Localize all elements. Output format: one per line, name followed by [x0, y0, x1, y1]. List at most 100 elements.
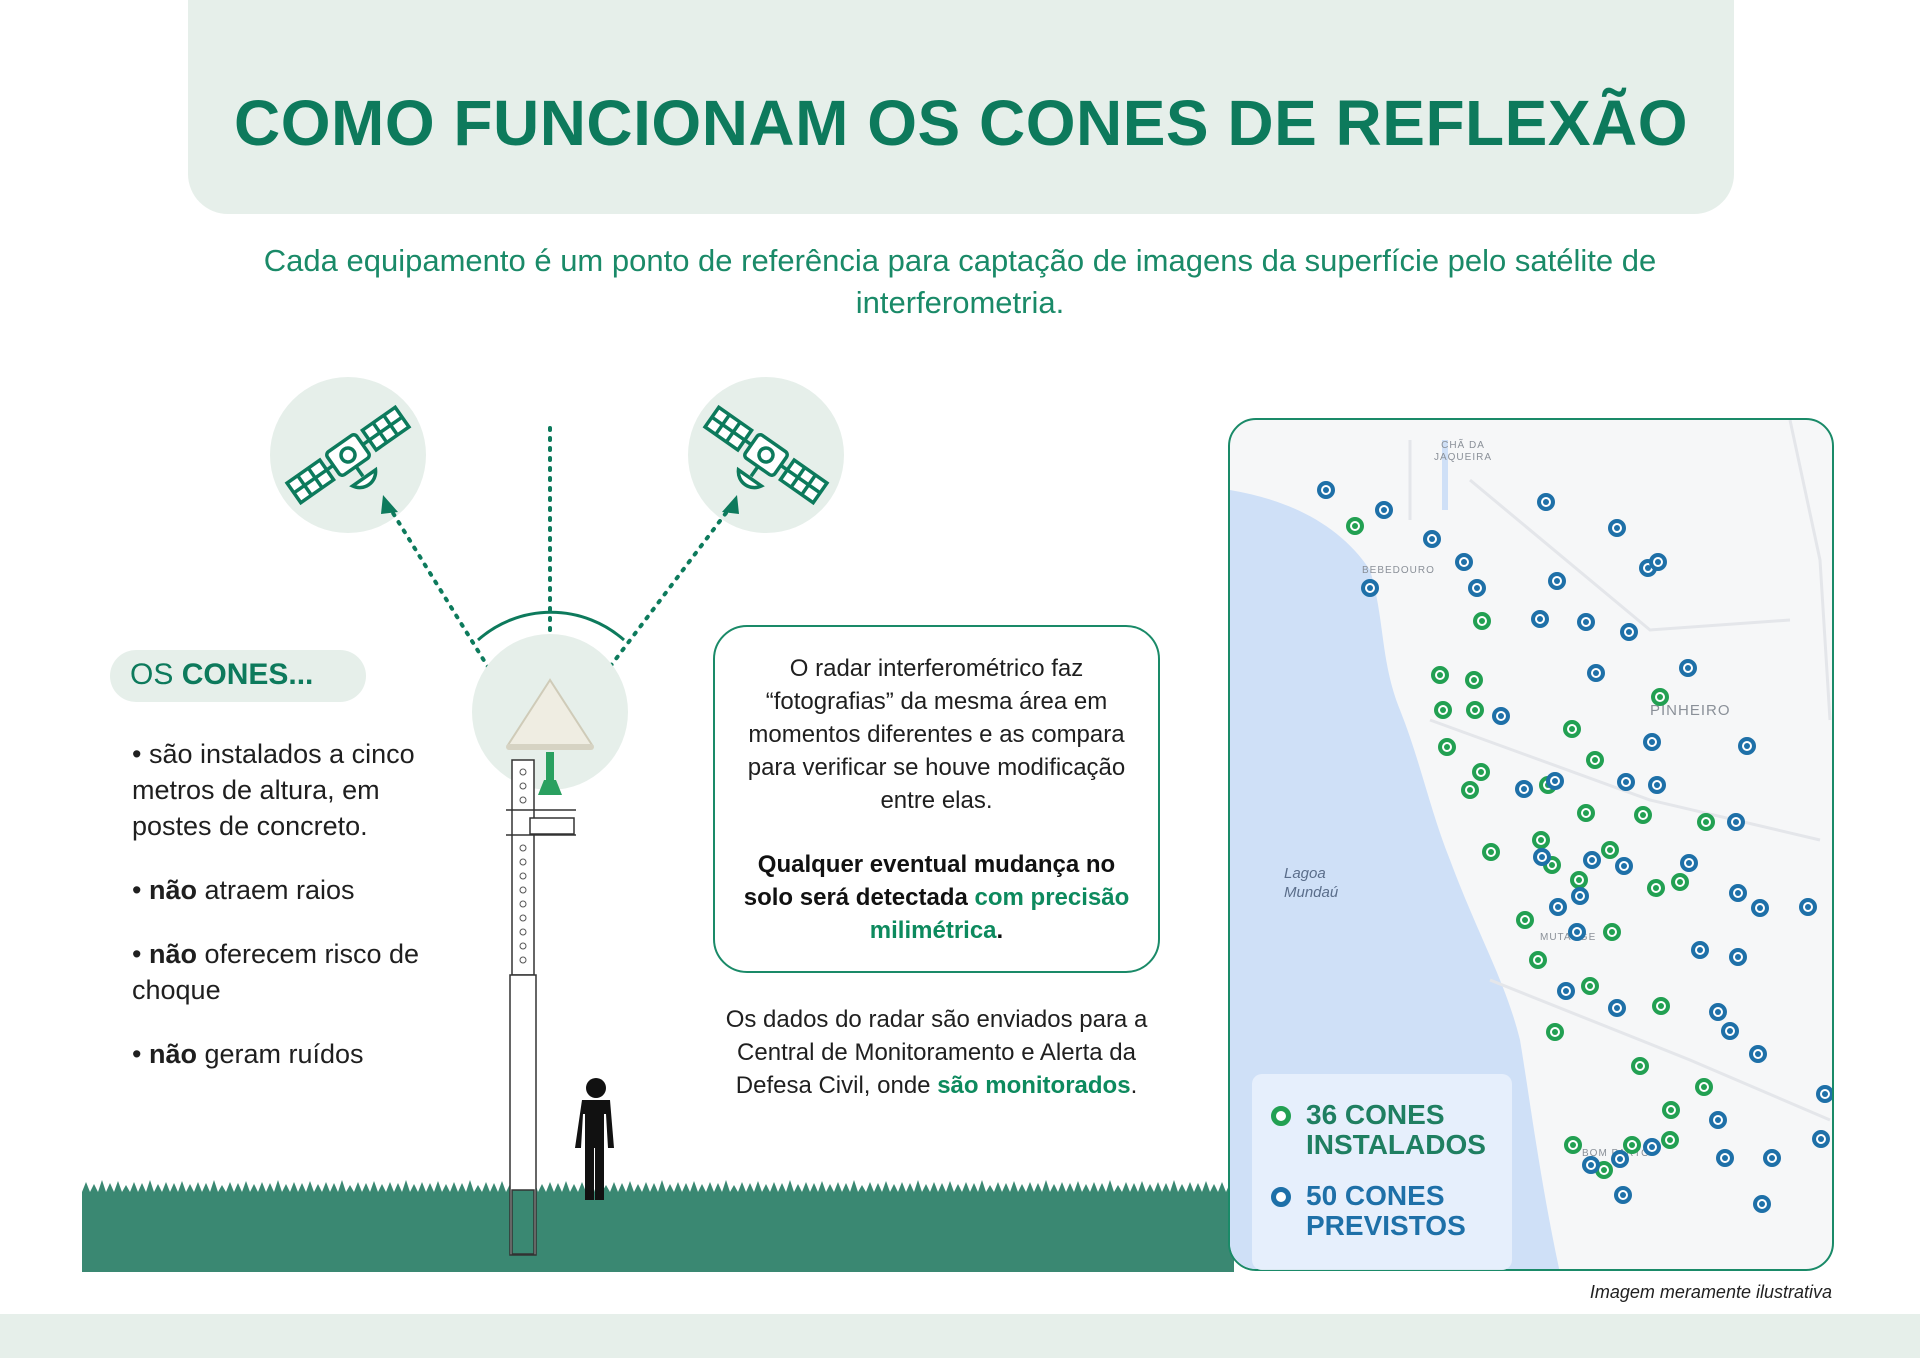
cones-bullet-list: • são instalados a cinco metros de altur… [132, 736, 432, 1100]
planned-cone-marker-center [1649, 739, 1655, 745]
planned-cone-marker-center [1685, 665, 1691, 671]
planned-cone-marker-center [1620, 1192, 1626, 1198]
installed-cone-marker-center [1587, 983, 1593, 989]
planned-cone-marker-center [1552, 778, 1558, 784]
person-silhouette-icon [575, 1078, 614, 1200]
installed-cone-marker-center [1677, 879, 1683, 885]
installed-cone-marker-center [1583, 810, 1589, 816]
planned-cone-marker-center [1649, 1144, 1655, 1150]
planned-cone-marker-center [1589, 857, 1595, 863]
bullet-shock: • não oferecem risco de choque [132, 939, 420, 1005]
monitoring-note: Os dados do radar são enviados para a Ce… [725, 1006, 1148, 1099]
grass-ground [82, 1192, 1234, 1272]
installed-cone-marker-center [1444, 744, 1450, 750]
map-label-cha-da: CHÃ DA [1441, 438, 1485, 451]
subtitle: Cada equipamento é um ponto de referênci… [263, 243, 1657, 320]
installed-cone-marker-center [1658, 1003, 1664, 1009]
planned-cone-marker-center [1563, 988, 1569, 994]
planned-cone-marker-center [1822, 1091, 1828, 1097]
planned-cone-marker-center [1626, 629, 1632, 635]
radar-info-box [713, 625, 1160, 973]
installed-cone-marker-center [1629, 1142, 1635, 1148]
installed-cone-marker-center [1569, 726, 1575, 732]
installed-cone-marker-center [1701, 1084, 1707, 1090]
planned-cone-marker-center [1429, 536, 1435, 542]
satellite-right-icon [702, 404, 830, 506]
planned-cone-marker-center [1715, 1009, 1721, 1015]
installed-cone-marker-center [1637, 1063, 1643, 1069]
cones-pill [110, 650, 366, 702]
installed-cone-marker-center [1478, 769, 1484, 775]
planned-cone-marker-center [1521, 786, 1527, 792]
illustrative-caption: Imagem meramente ilustrativa [1589, 1282, 1832, 1302]
map-label-mundau: Mundaú [1284, 884, 1339, 901]
planned-cone-marker-center [1614, 525, 1620, 531]
installed-cone-marker-center [1472, 707, 1478, 713]
installed-cone-marker-center [1703, 819, 1709, 825]
installed-cone-marker-center [1653, 885, 1659, 891]
installed-cone-marker-center [1657, 694, 1663, 700]
planned-cone-marker-center [1769, 1155, 1775, 1161]
installed-cone-marker-center [1535, 957, 1541, 963]
planned-cone-marker-center [1367, 585, 1373, 591]
planned-cone-marker-center [1543, 499, 1549, 505]
planned-cone-marker-center [1697, 947, 1703, 953]
planned-cone-marker-center [1744, 743, 1750, 749]
planned-cone-marker-center [1577, 893, 1583, 899]
planned-cone-marker-center [1474, 585, 1480, 591]
concrete-pole [506, 759, 576, 1256]
planned-cone-marker-center [1537, 616, 1543, 622]
planned-cone-marker-center [1588, 1162, 1594, 1168]
planned-cone-marker-center [1593, 670, 1599, 676]
installed-cone-marker-center [1467, 787, 1473, 793]
installed-cone-marker-center [1440, 707, 1446, 713]
map-label-mutange: MUTANGE [1540, 932, 1596, 943]
planned-cone-marker-center [1654, 782, 1660, 788]
page-title: COMO FUNCIONAM OS CONES DE REFLEXÃO [234, 87, 1688, 159]
planned-cone-marker-center [1381, 507, 1387, 513]
planned-cone-marker-center [1818, 1136, 1824, 1142]
planned-cone-marker-center [1539, 854, 1545, 860]
planned-cone-marker-center [1461, 559, 1467, 565]
planned-cone-marker-center [1617, 1156, 1623, 1162]
installed-cone-marker-center [1609, 929, 1615, 935]
map-label-pinheiro: PINHEIRO [1650, 702, 1731, 719]
planned-cone-marker-center [1686, 860, 1692, 866]
planned-cone-marker-center [1757, 905, 1763, 911]
satellite-left-icon [284, 404, 412, 506]
installed-cone-marker-center [1601, 1167, 1607, 1173]
installed-cone-marker-center [1538, 837, 1544, 843]
planned-cone-marker-center [1645, 565, 1651, 571]
installed-cone-marker-center [1592, 757, 1598, 763]
planned-cone-marker-center [1623, 779, 1629, 785]
bullet-noise: • não geram ruídos [132, 1039, 364, 1069]
footer-band [0, 1314, 1920, 1358]
map-label-bebedouro: BEBEDOURO [1362, 565, 1435, 576]
legend-planned-dot-icon [1271, 1187, 1291, 1207]
installed-cone-marker-center [1437, 672, 1443, 678]
planned-cone-marker-center [1805, 904, 1811, 910]
planned-cone-marker-center [1498, 713, 1504, 719]
planned-cone-marker-center [1655, 559, 1661, 565]
title-band [188, 0, 1734, 214]
installed-cone-marker-center [1640, 812, 1646, 818]
installed-cone-marker-center [1607, 847, 1613, 853]
installed-cone-marker-center [1668, 1107, 1674, 1113]
installed-cone-marker-center [1667, 1137, 1673, 1143]
planned-cone-marker-center [1621, 863, 1627, 869]
map-label-lagoa: Lagoa [1284, 865, 1326, 882]
signal-arrows [386, 426, 734, 682]
map-label-jaqueira: JAQUEIRA [1434, 452, 1492, 463]
planned-cone-marker-center [1735, 890, 1741, 896]
arrow-head-left-top [381, 495, 398, 514]
planned-cone-marker-center [1715, 1117, 1721, 1123]
bullet-installation: • são instalados a cinco metros de altur… [132, 739, 415, 841]
planned-cone-marker-center [1555, 904, 1561, 910]
installed-cone-marker-center [1471, 677, 1477, 683]
cones-heading: OS CONES... [130, 658, 314, 691]
planned-cone-marker-center [1722, 1155, 1728, 1161]
planned-cone-marker-center [1759, 1201, 1765, 1207]
